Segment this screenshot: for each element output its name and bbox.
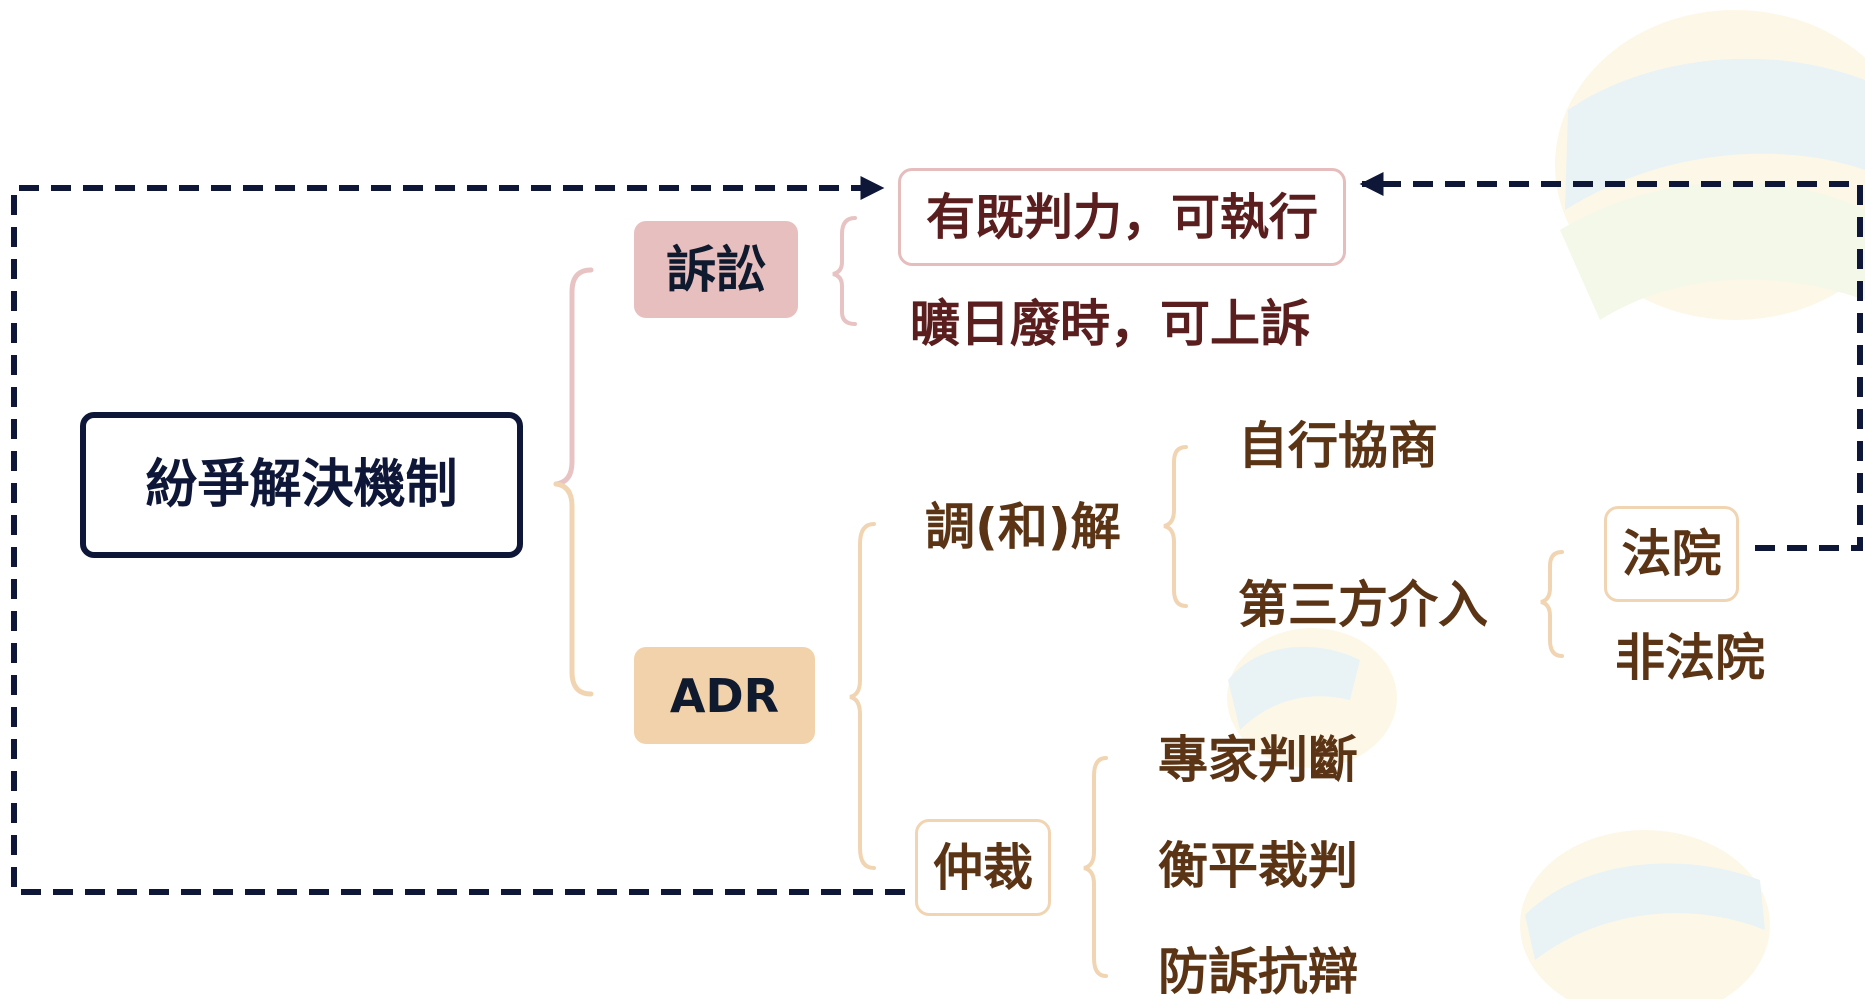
bracket-arbitration <box>1083 756 1108 978</box>
root-node: 紛爭解決機制 <box>80 412 523 558</box>
decor-blob-middle <box>1227 628 1397 768</box>
litigation-pros-box: 有既判力，可執行 <box>898 168 1346 266</box>
bracket-litigation <box>832 216 857 326</box>
court-box: 法院 <box>1604 506 1739 602</box>
decor-blob-top-right <box>1555 10 1865 320</box>
root-node-label: 紛爭解決機制 <box>145 455 458 515</box>
arbitration-item-defense: 防訴抗辯 <box>1158 943 1358 999</box>
mediation-label: 調(和)解 <box>925 498 1121 556</box>
decor-blob-bottom-right <box>1520 830 1770 999</box>
dashed-arrow-arbitration-to-res-judicata <box>11 176 905 895</box>
self-negotiation-label: 自行協商 <box>1238 417 1438 475</box>
third-party-label: 第三方介入 <box>1238 576 1488 634</box>
adr-node-label: ADR <box>669 668 780 723</box>
non-court-label: 非法院 <box>1615 629 1765 687</box>
bracket-root-upper <box>553 267 594 487</box>
litigation-node-label: 訴訟 <box>666 240 766 299</box>
adr-node: ADR <box>634 647 815 744</box>
litigation-node: 訴訟 <box>634 221 798 318</box>
dashed-arrow-court-to-res-judicata <box>1359 172 1863 551</box>
litigation-pros-label: 有既判力，可執行 <box>925 188 1318 246</box>
bracket-mediation <box>1163 445 1188 608</box>
bracket-root-lower <box>553 481 594 697</box>
arbitration-item-equity: 衡平裁判 <box>1158 837 1358 895</box>
arbitration-item-expert: 專家判斷 <box>1158 731 1358 789</box>
arbitration-label: 仲裁 <box>933 838 1033 897</box>
litigation-cons-label: 曠日廢時，可上訴 <box>910 295 1310 353</box>
arbitration-box: 仲裁 <box>915 819 1051 916</box>
bracket-third-party <box>1540 550 1564 658</box>
bracket-adr <box>849 522 876 870</box>
court-label: 法院 <box>1621 525 1722 583</box>
